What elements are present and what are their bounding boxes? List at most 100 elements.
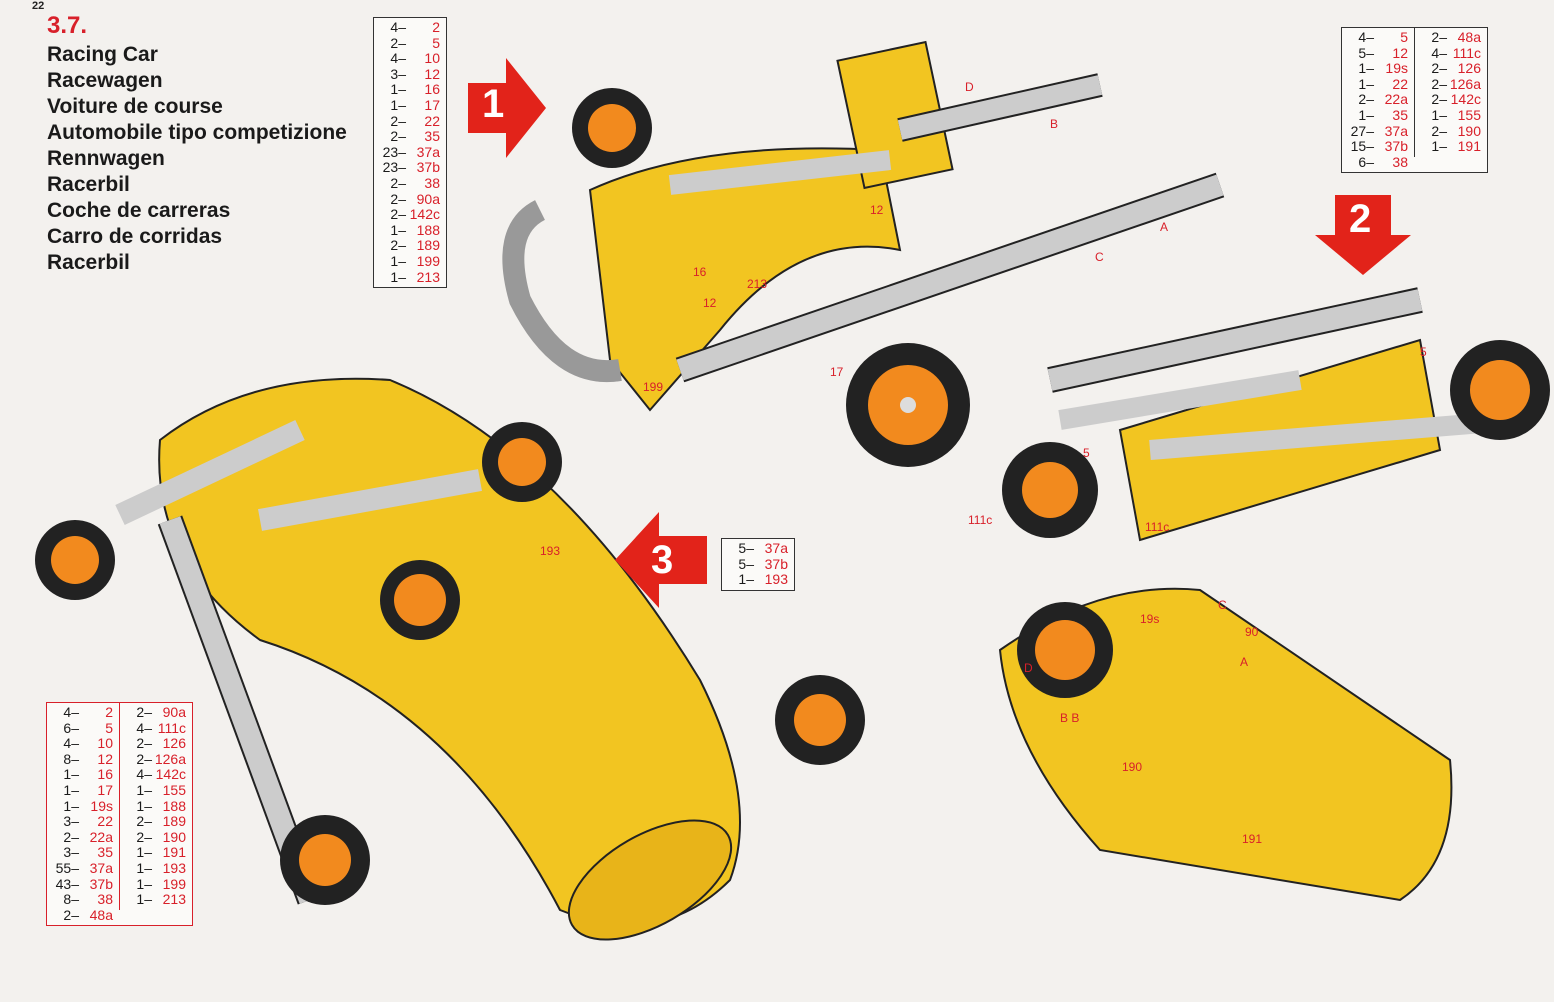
part-row: 2–189 [380,238,440,254]
part-quantity: 1– [1431,138,1447,155]
callout-90: 90 [1245,625,1259,639]
part-row: 2–126a [1421,75,1481,93]
part-row: 55–37a [53,859,113,877]
callout-12b: 12 [703,296,717,310]
part-quantity: 2– [136,735,152,752]
part-row: 23–37a [380,143,440,161]
part-row: 4–2 [53,704,113,721]
part-number: 35 [424,128,440,145]
part-number: 155 [1457,106,1481,123]
arrow-down-icon [1315,195,1411,275]
part-number: 37a [764,540,788,556]
part-quantity: 4– [1358,29,1374,45]
part-number: 191 [162,844,186,861]
callout-191: 191 [1242,832,1263,846]
part-quantity: 2– [1431,91,1447,108]
part-row: 4–111c [1421,44,1481,62]
part-quantity: 2– [390,174,406,191]
part-quantity: 4– [136,766,152,783]
arrow-left-icon [615,512,707,608]
part-number: 16 [97,766,113,783]
callout-111c-b: 111c [1145,520,1170,534]
part-quantity: 43– [55,875,79,892]
callout-213: 213 [747,277,768,291]
part-quantity: 23– [382,159,406,176]
callout-16: 16 [693,265,707,279]
part-row: 4–10 [380,51,440,67]
part-row: 4–2 [380,19,440,36]
part-row: 1–199 [126,875,186,893]
part-number: 38 [97,891,113,908]
part-quantity: 1– [738,571,754,588]
callout-17: 17 [830,365,844,379]
part-number: 22a [89,828,113,845]
part-quantity: 1– [390,221,406,238]
part-number: 111c [1452,44,1481,61]
part-number: 10 [97,735,113,752]
part-quantity: 5– [1358,44,1374,61]
part-number: 12 [97,750,113,767]
part-quantity: 1– [1358,106,1374,123]
part-number: 19s [1385,60,1408,77]
part-row: 2– 126 [126,736,186,752]
part-number: 199 [416,252,440,269]
part-row: 2–5 [380,35,440,52]
step-number: 3 [651,538,674,582]
part-row: 5–12 [1348,44,1408,62]
part-quantity: 4– [63,735,79,752]
part-number: 37a [416,143,440,160]
part-number: 199 [162,875,186,892]
part-row: 1–188 [126,798,186,815]
callout-193: 193 [540,544,561,558]
part-quantity: 1– [136,781,152,798]
part-row: 1– 22 [1348,75,1408,93]
title-es: Coche de carreras [47,199,231,222]
title-de2: Rennwagen [47,147,165,170]
part-row: 6–38 [1348,154,1408,171]
part-quantity: 5– [738,555,754,572]
part-number: 48a [1457,29,1481,45]
part-number: 35 [97,844,113,861]
part-row: 2– 22a [1348,92,1408,108]
title-en: Racing Car [47,43,158,66]
part-number: 126a [1449,75,1481,92]
part-number: 22a [1384,91,1408,108]
part-row: 2–35 [380,129,440,145]
part-quantity: 1– [390,96,406,113]
part-row: 4– 10 [53,736,113,752]
part-row: 1–19s [1348,61,1408,77]
callout-bb: B B [1060,711,1080,725]
part-quantity: 2– [136,813,152,830]
part-number: 38 [424,174,440,191]
part-quantity: 2– [1358,91,1374,108]
part-number: 22 [1392,75,1408,92]
part-quantity: 4– [63,704,79,720]
part-quantity: 1– [1358,75,1374,92]
part-number: 19s [90,797,113,814]
part-quantity: 1– [390,81,406,98]
part-row: 1–193 [728,572,788,588]
part-number: 126 [162,735,186,752]
part-quantity: 15– [1350,138,1374,155]
step-3-arrow: 3 [615,512,707,608]
part-row: 1–17 [53,782,113,799]
part-quantity: 2– [1431,29,1447,45]
part-row: 3–22 [53,814,113,830]
title-it: Automobile tipo competizione [47,121,347,144]
part-quantity: 2– [136,750,152,767]
part-row: 3–35 [53,845,113,861]
part-row: 27–37a [1348,123,1408,140]
part-number: 90a [416,190,440,207]
part-quantity: 1– [63,766,79,783]
part-quantity: 55– [55,859,79,876]
callout-d2: D [1024,661,1033,675]
step-2-arrow: 2 [1315,195,1411,275]
part-number: 37b [416,159,440,176]
part-number: 22 [97,813,113,830]
part-row: 1–155 [1421,106,1481,124]
part-row: 1–16 [380,82,440,98]
